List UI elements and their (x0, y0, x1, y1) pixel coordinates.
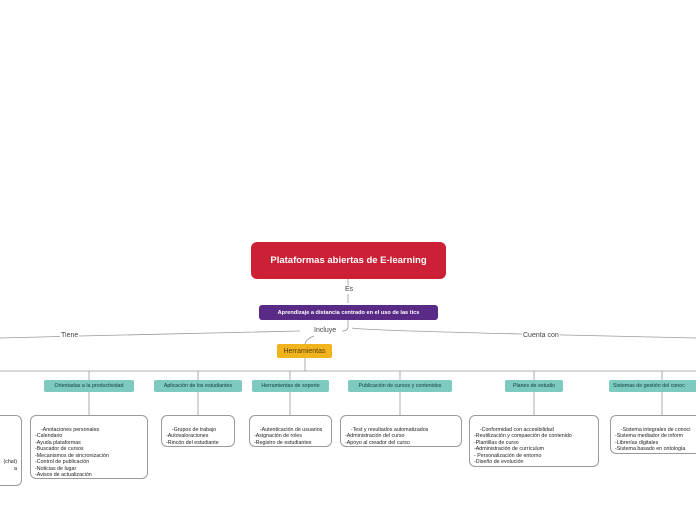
list-box-study-plans: -Conformidad con accesibilidad -Reutiliz… (469, 415, 599, 467)
category-label: Sistemas de gestión del conoc (613, 383, 685, 389)
connector-incluye-tools (304, 335, 315, 345)
list-box-text: -Anotaciones personales -Calendario -Ayu… (35, 426, 109, 479)
list-box-text: -Grupos de trabajo -Autovaloraciones -Ri… (166, 426, 219, 446)
list-box-text: -Test y resultados automatizados -Admini… (345, 426, 429, 446)
list-box-knowledge-management: -Sistema integrales de conoci -Sistema m… (610, 415, 696, 454)
category-publishing[interactable]: Publicación de cursos y contenidos (348, 380, 452, 392)
category-label: Planes de estudio (512, 383, 556, 389)
category-knowledge-management[interactable]: Sistemas de gestión del conoc (609, 380, 696, 392)
list-box-text: -Autenticación de usuarios -Asignación d… (254, 426, 323, 446)
definition-topic[interactable]: Aprendizaje a distancia centrado en el u… (259, 305, 438, 320)
list-box-text: -Sistema integrales de conoci -Sistema m… (615, 426, 691, 454)
category-students[interactable]: Aplicación de los estudiantes (154, 380, 242, 392)
root-topic-label: Plataformas abiertas de E-learning (270, 255, 427, 266)
connector-definition-incluye (341, 320, 349, 332)
link-label-incluye: Incluye (313, 326, 338, 335)
category-label: Publicación de cursos y contenidos (358, 383, 442, 389)
connector-cuenta-con (351, 327, 696, 339)
tools-topic[interactable]: Herramientas (277, 344, 332, 358)
link-label-es: Es (344, 285, 355, 294)
category-label: Orientadas a la productividad (54, 383, 124, 389)
definition-topic-label: Aprendizaje a distancia centrado en el u… (277, 309, 420, 316)
category-study-plans[interactable]: Planes de estudio (505, 380, 563, 392)
list-box-students: -Grupos de trabajo -Autovaloraciones -Ri… (161, 415, 235, 447)
category-productivity[interactable]: Orientadas a la productividad (44, 380, 134, 392)
category-label: Aplicación de los estudiantes (163, 383, 233, 389)
list-box-text: -Conformidad con accesibilidad -Reutiliz… (474, 426, 577, 467)
root-topic[interactable]: Plataformas abiertas de E-learning (251, 242, 446, 279)
list-box-partial: (chat) a (0, 415, 22, 486)
list-box-productivity: -Anotaciones personales -Calendario -Ayu… (30, 415, 148, 479)
link-label-cuenta-con: Cuenta con (522, 331, 560, 340)
list-box-support: -Autenticación de usuarios -Asignación d… (249, 415, 332, 447)
link-label-tiene: Tiene (60, 331, 80, 340)
category-label: Herramientas de soporte (261, 383, 320, 389)
connector-tiene (0, 330, 301, 339)
list-box-text: (chat) a (3, 459, 17, 472)
category-support[interactable]: Herramientas de soporte (252, 380, 329, 392)
tools-topic-label: Herramientas (283, 347, 326, 355)
list-box-publishing: -Test y resultados automatizados -Admini… (340, 415, 462, 447)
